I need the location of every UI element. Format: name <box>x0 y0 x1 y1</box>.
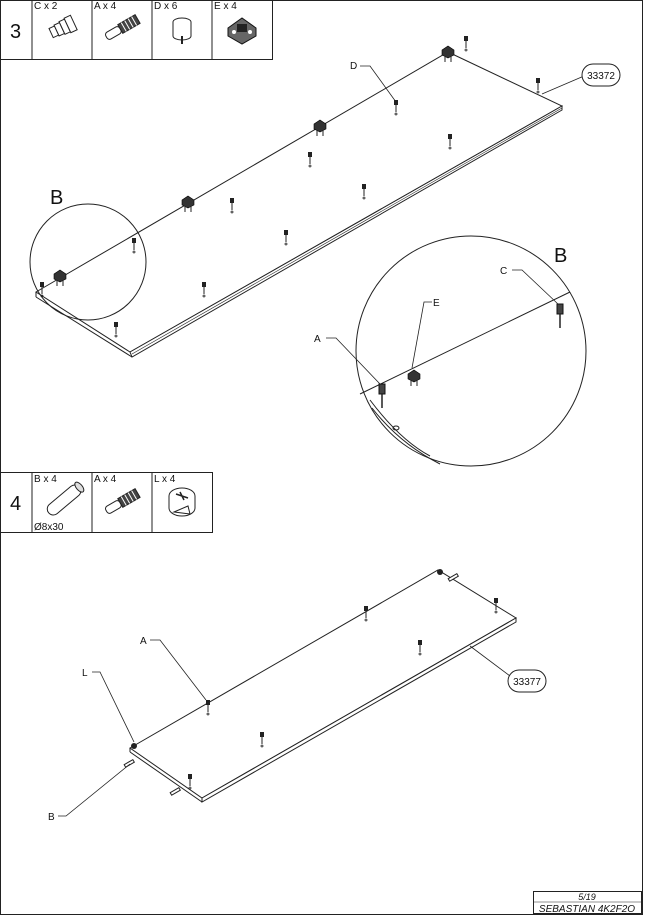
step4-callout-l: L <box>82 668 88 679</box>
page-number: 5/19 <box>578 892 596 902</box>
panel-id-33377: 33377 <box>513 677 541 688</box>
cam-lock-icon <box>168 487 196 517</box>
step3-part-e-label: E x 4 <box>214 1 237 12</box>
detail-b-title: B <box>554 245 567 267</box>
panel-id-badge-33372 <box>581 63 621 87</box>
detail-b-marker: B <box>50 187 63 209</box>
detail-callout-a: A <box>314 334 321 345</box>
hinge-plate-icon <box>227 17 257 45</box>
footer-block: 5/19 SEBASTIAN 4K2F2O <box>533 891 642 915</box>
step4-part-a-label: A x 4 <box>94 474 117 485</box>
step4-number: 4 <box>10 493 21 515</box>
step4-part-b-size: Ø8x30 <box>34 522 64 533</box>
model-name: SEBASTIAN 4K2F2O <box>539 904 635 915</box>
step4-callout-b: B <box>48 812 55 823</box>
step3-part-d-label: D x 6 <box>154 1 178 12</box>
step4-part-b-label: B x 4 <box>34 474 57 485</box>
screw-dowel-icon <box>105 487 141 514</box>
wooden-dowel-icon <box>172 17 192 44</box>
detail-b-magnified <box>355 235 587 467</box>
wooden-dowel-icon <box>46 481 85 516</box>
step3-part-c-label: C x 2 <box>34 1 58 12</box>
step4-part-l-label: L x 4 <box>154 474 176 485</box>
step3-parts-table: 3 C x 2 A x 4 D x 6 E x 4 <box>0 0 273 60</box>
panel-id-33372: 33372 <box>587 71 615 82</box>
detail-callout-c: C <box>500 266 507 277</box>
ribbed-dowel-icon <box>48 14 78 39</box>
callout-d: D <box>350 61 357 72</box>
step4-parts-table: 4 B x 4 A x 4 L x 4 Ø8x30 <box>0 472 213 533</box>
step3-part-a-label: A x 4 <box>94 1 117 12</box>
detail-b-circle <box>29 203 147 321</box>
step3-panel-33372 <box>35 35 564 358</box>
step4-callout-a: A <box>140 636 147 647</box>
panel-id-badge-33377 <box>507 669 547 693</box>
detail-callout-e: E <box>433 298 440 309</box>
screw-dowel-icon <box>105 13 141 40</box>
step3-number: 3 <box>10 21 21 43</box>
step4-panel-33377 <box>123 569 517 803</box>
